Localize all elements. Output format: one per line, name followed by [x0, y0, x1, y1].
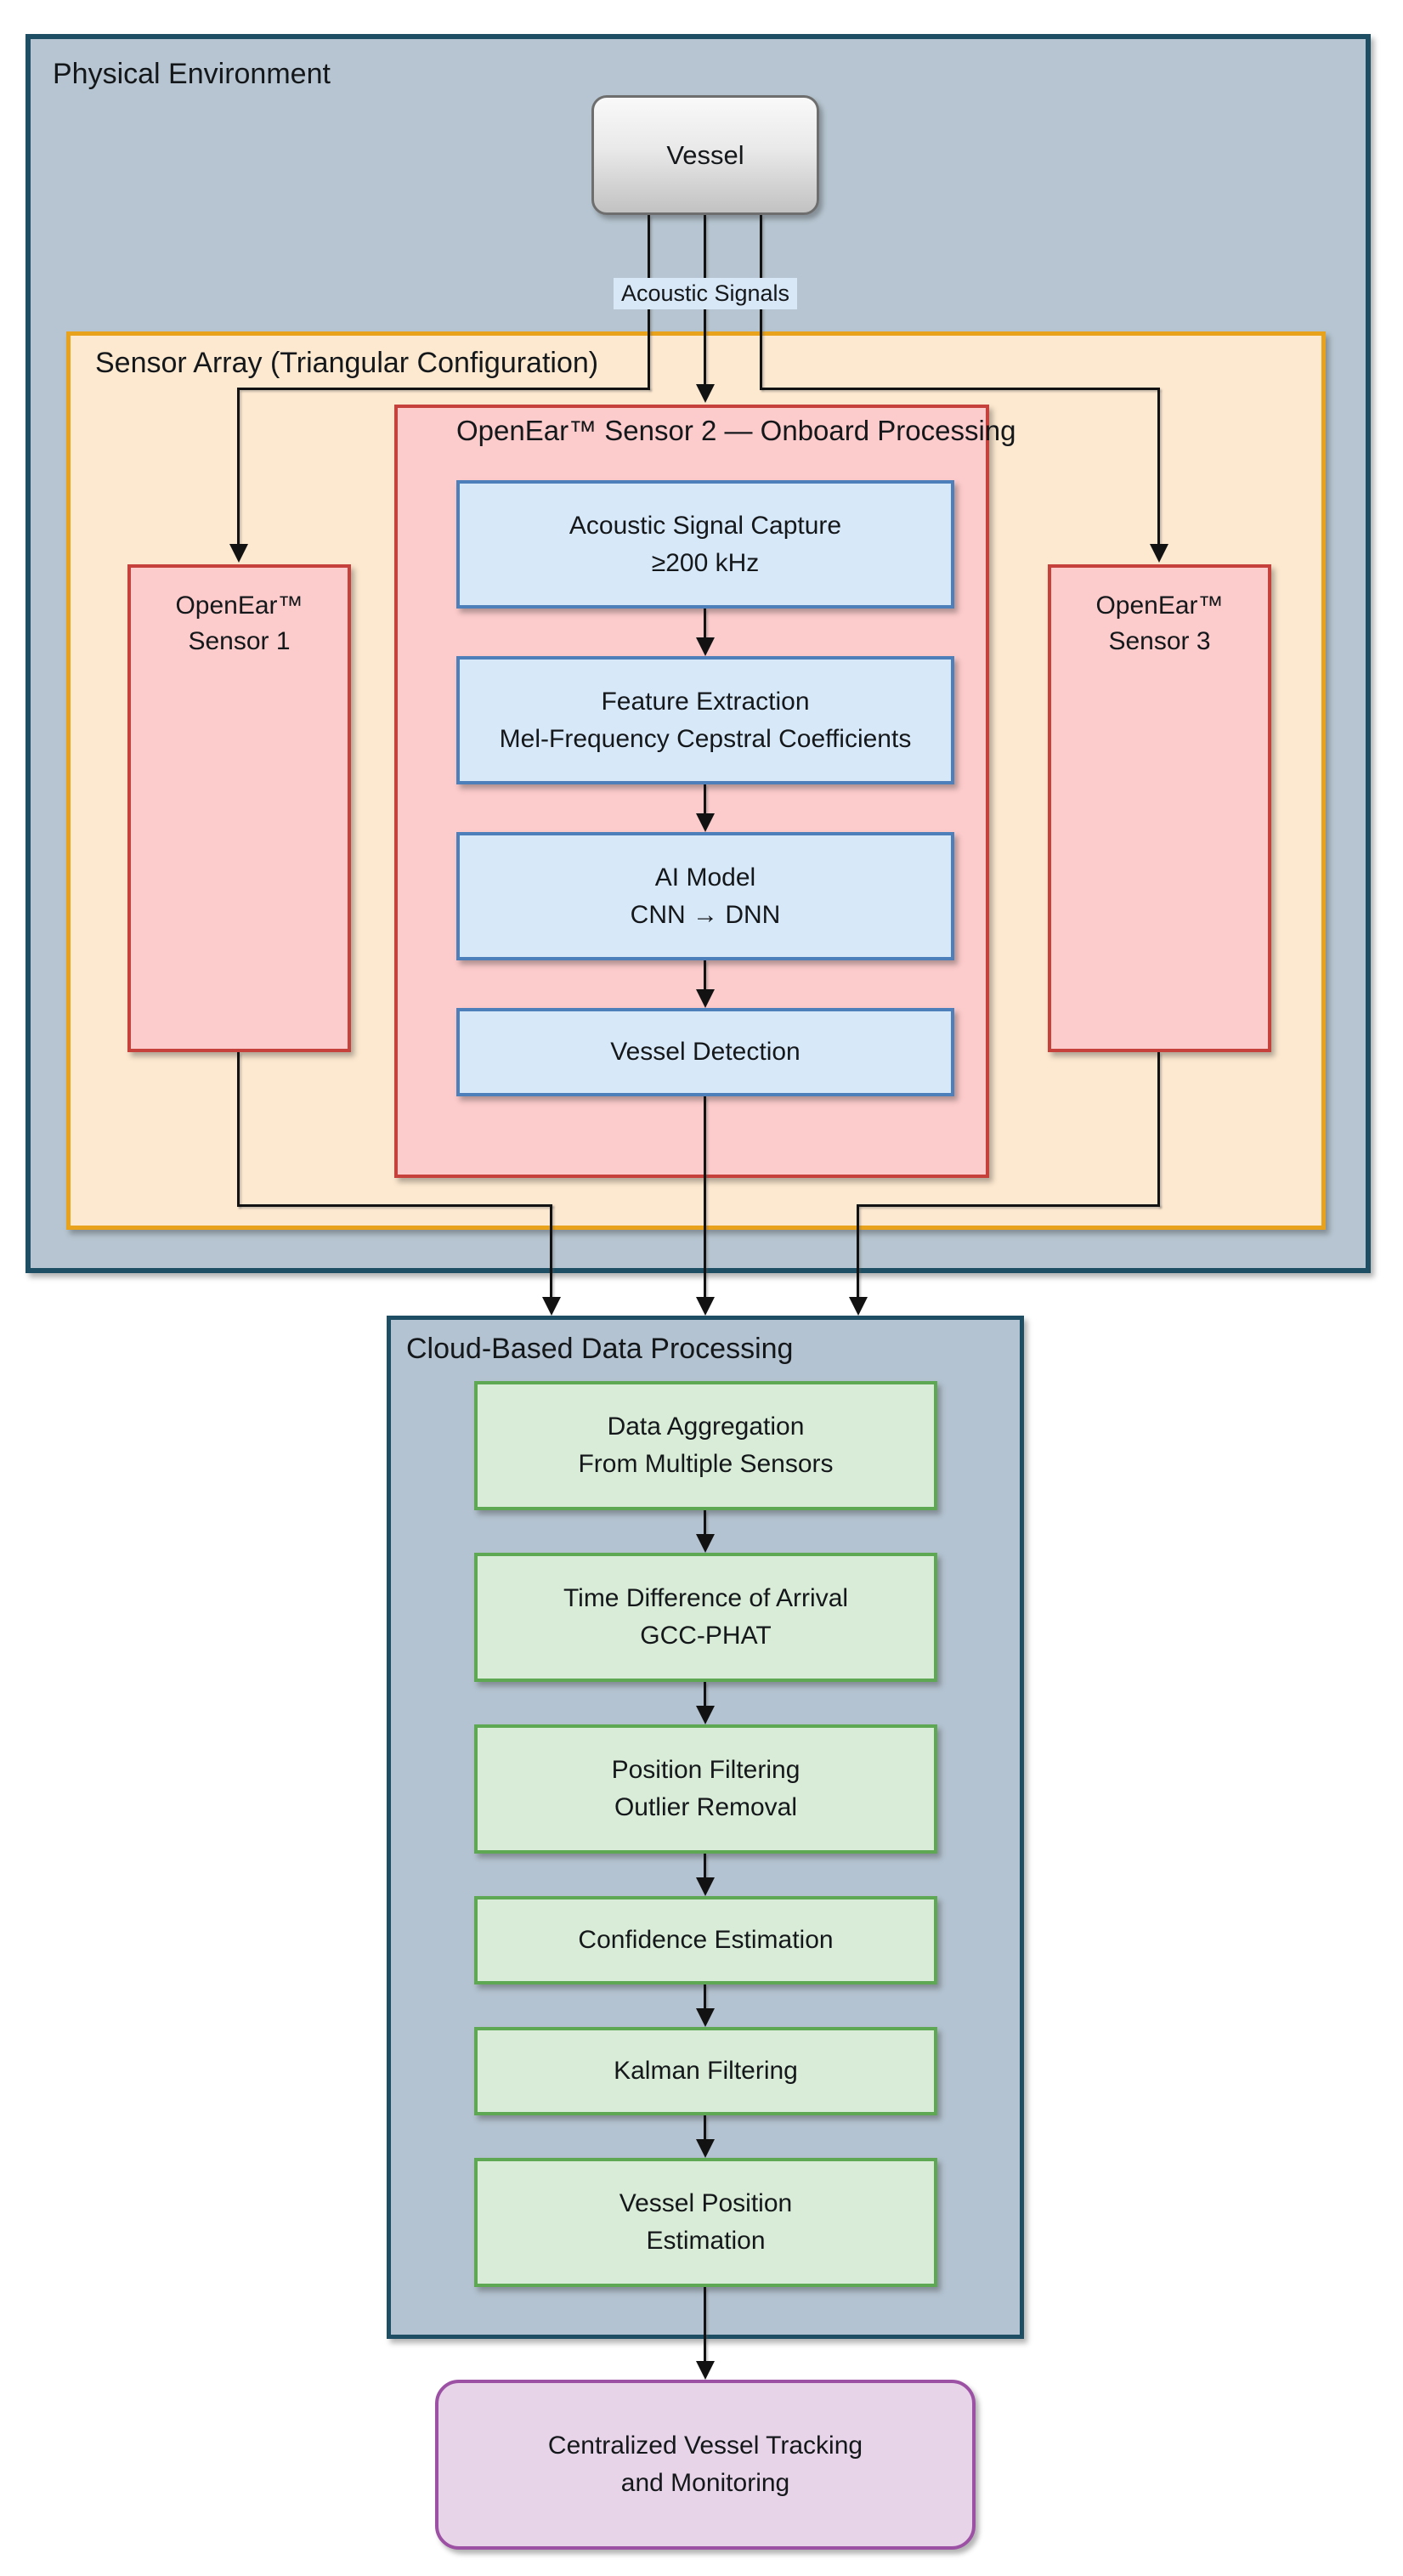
arrowhead-confidence [696, 1877, 715, 1896]
arrowhead-kalman [696, 2008, 715, 2027]
connector-sensor3-to-cloud [857, 1204, 859, 1297]
arrowhead-feature-extraction [696, 637, 715, 656]
vessel-position-estimation-box: Vessel Position Estimation [474, 2158, 937, 2287]
connector-kalman-to-position [704, 2115, 706, 2139]
centralized-tracking-box: Centralized Vessel Tracking and Monitori… [435, 2380, 976, 2550]
data-aggregation-line1: Data Aggregation [607, 1413, 805, 1441]
arrowhead-vessel-detection [696, 989, 715, 1008]
connector-sensor1-drop [237, 1052, 240, 1207]
connector-vessel-to-sensor3 [1157, 389, 1160, 544]
arrowhead-cloud-right [849, 1297, 868, 1316]
vessel-detection-line1: Vessel Detection [610, 1038, 801, 1066]
arrowhead-position-filtering [696, 1706, 715, 1724]
connector-aggregation-to-tdoa [704, 1510, 706, 1534]
connector-sensor3-drop [1157, 1052, 1160, 1207]
connector-vessel-to-sensor1 [237, 389, 240, 544]
connector-cloud-to-output [704, 2287, 706, 2361]
sensor1-label-line2: Sensor 1 [188, 627, 291, 655]
kalman-filtering-box: Kalman Filtering [474, 2027, 937, 2115]
connector-capture-to-feature [704, 609, 706, 637]
sensor-array-label: Sensor Array (Triangular Configuration) [95, 347, 599, 379]
connector-detection-to-cloud [704, 1096, 706, 1297]
ai-model-line1: AI Model [654, 863, 756, 892]
position-filtering-line2: Outlier Removal [614, 1793, 798, 1821]
connector-filtering-to-confidence [704, 1854, 706, 1877]
feature-extraction-line2: Mel-Frequency Cepstral Coefficients [499, 724, 912, 753]
kalman-filtering-line1: Kalman Filtering [614, 2057, 798, 2085]
connector-confidence-to-kalman [704, 1984, 706, 2008]
arrowhead-cloud-center [696, 1297, 715, 1316]
centralized-tracking-line1: Centralized Vessel Tracking [547, 2432, 863, 2460]
connector-aimodel-to-detection [704, 960, 706, 989]
arrowhead-ai-model [696, 813, 715, 832]
sensor3-label-line1: OpenEar™ [1095, 592, 1224, 620]
connector-sensor1-to-cloud [550, 1204, 552, 1297]
connector-sensor1-across [237, 1204, 552, 1207]
feature-extraction-line1: Feature Extraction [601, 687, 810, 716]
connector-feature-to-aimodel [704, 784, 706, 813]
arrowhead-cloud-left [542, 1297, 561, 1316]
time-difference-of-arrival-line2: GCC-PHAT [640, 1622, 772, 1650]
time-difference-of-arrival-box: Time Difference of Arrival GCC-PHAT [474, 1553, 937, 1682]
sensor1-box: OpenEar™ Sensor 1 [127, 564, 351, 1052]
connector-vessel-left-across [237, 388, 650, 390]
sensor3-box: OpenEar™ Sensor 3 [1048, 564, 1271, 1052]
time-difference-of-arrival-line1: Time Difference of Arrival [563, 1584, 849, 1612]
arrowhead-sensor3 [1150, 544, 1168, 563]
connector-tdoa-to-filtering [704, 1682, 706, 1706]
position-filtering-line1: Position Filtering [611, 1756, 801, 1784]
arrowhead-tdoa [696, 1534, 715, 1553]
connector-vessel-right-across [760, 388, 1160, 390]
acoustic-signals-label: Acoustic Signals [614, 278, 797, 309]
acoustic-signal-capture-box: Acoustic Signal Capture ≥200 kHz [456, 480, 954, 609]
arrowhead-output [696, 2361, 715, 2380]
position-filtering-box: Position Filtering Outlier Removal [474, 1724, 937, 1854]
vessel-position-estimation-line1: Vessel Position [619, 2189, 793, 2217]
cloud-processing-label: Cloud-Based Data Processing [406, 1333, 794, 1365]
connector-sensor3-across [857, 1204, 1160, 1207]
vessel-box: Vessel [591, 95, 819, 215]
data-aggregation-line2: From Multiple Sensors [578, 1450, 834, 1478]
vessel-label: Vessel [666, 139, 744, 170]
physical-environment-label: Physical Environment [53, 58, 331, 90]
sensor2-title: OpenEar™ Sensor 2 — Onboard Processing [456, 415, 1016, 446]
feature-extraction-box: Feature Extraction Mel-Frequency Cepstra… [456, 656, 954, 784]
vessel-position-estimation-line2: Estimation [646, 2227, 766, 2255]
confidence-estimation-box: Confidence Estimation [474, 1896, 937, 1984]
centralized-tracking-line2: and Monitoring [620, 2469, 790, 2497]
arrowhead-sensor1 [229, 544, 248, 563]
arrowhead-vessel-position [696, 2139, 715, 2158]
acoustic-signal-capture-line1: Acoustic Signal Capture [569, 511, 842, 540]
sensor3-label-line2: Sensor 3 [1108, 627, 1211, 655]
arrowhead-sensor2 [696, 384, 715, 403]
confidence-estimation-line1: Confidence Estimation [578, 1926, 834, 1954]
sensor1-label-line1: OpenEar™ [175, 592, 303, 620]
ai-model-box: AI Model CNN → DNN [456, 832, 954, 960]
vessel-detection-box: Vessel Detection [456, 1008, 954, 1096]
data-aggregation-box: Data Aggregation From Multiple Sensors [474, 1381, 937, 1510]
acoustic-signal-capture-line2: ≥200 kHz [651, 548, 760, 577]
ai-model-line2: CNN → DNN [630, 900, 781, 929]
